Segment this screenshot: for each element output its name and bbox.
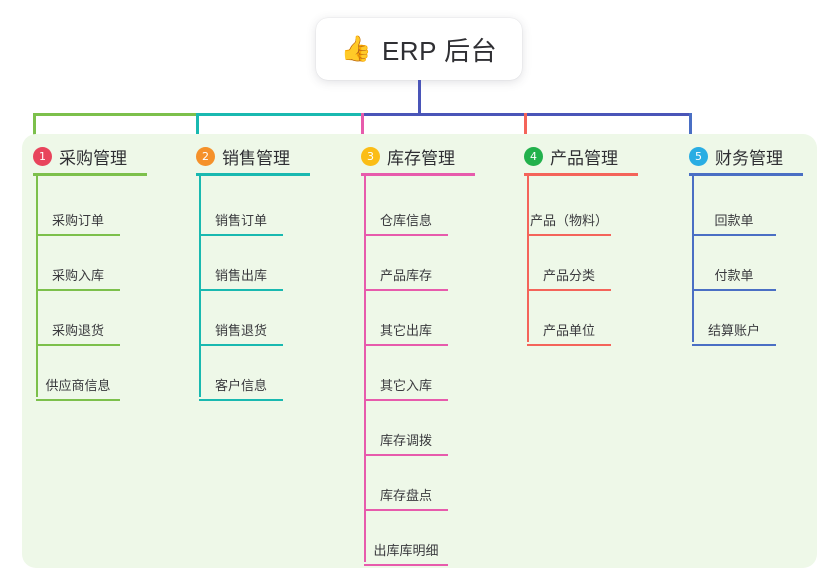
column-underline-3	[361, 173, 475, 176]
diagram-panel: 1 采购管理采购订单采购入库采购退货供应商信息 2 销售管理销售订单销售出库销售退货客…	[22, 134, 817, 568]
column-header-3[interactable]: 3 库存管理	[361, 144, 455, 169]
leaf-item[interactable]: 产品库存	[364, 265, 448, 291]
leaf-item[interactable]: 销售退货	[199, 320, 283, 346]
leaf-item-underline	[199, 399, 283, 401]
leaf-item-underline	[527, 234, 611, 236]
leaf-item-underline	[364, 289, 448, 291]
leaf-item-label: 销售出库	[214, 268, 267, 283]
leaf-item[interactable]: 采购入库	[36, 265, 120, 291]
bus-segment-2	[196, 113, 361, 116]
column-trunk-3	[364, 175, 366, 562]
root-title: ERP 后台	[381, 35, 498, 66]
column-title-3: 库存管理	[387, 149, 455, 168]
leaf-item[interactable]: 产品（物料）	[527, 210, 611, 236]
leaf-item-underline	[692, 234, 776, 236]
leaf-item-label: 销售订单	[214, 213, 267, 228]
leaf-item[interactable]: 采购订单	[36, 210, 120, 236]
leaf-item-underline	[36, 344, 120, 346]
column-header-5[interactable]: 5 财务管理	[689, 144, 783, 169]
column-header-4[interactable]: 4 产品管理	[524, 144, 618, 169]
leaf-item-underline	[36, 289, 120, 291]
thumbs-up-icon: 👍	[340, 34, 372, 63]
leaf-item-underline	[364, 564, 448, 566]
leaf-item-label: 产品库存	[379, 268, 432, 283]
leaf-item[interactable]: 库存调拨	[364, 430, 448, 456]
leaf-item-label: 客户信息	[214, 378, 267, 393]
leaf-item-label: 其它入库	[379, 378, 432, 393]
root-stem-connector	[418, 80, 421, 115]
leaf-item-underline	[199, 234, 283, 236]
leaf-item-underline	[199, 344, 283, 346]
column-badge-4: 4	[524, 147, 543, 166]
leaf-item-label: 回款单	[714, 213, 754, 228]
leaf-item-label: 结算账户	[707, 323, 760, 338]
column-header-1[interactable]: 1 采购管理	[33, 144, 127, 169]
leaf-item[interactable]: 其它出库	[364, 320, 448, 346]
leaf-item-underline	[692, 289, 776, 291]
root-node[interactable]: 👍 ERP 后台	[316, 18, 522, 80]
column-underline-1	[33, 173, 147, 176]
leaf-item[interactable]: 其它入库	[364, 375, 448, 401]
leaf-item-label: 产品（物料）	[529, 213, 608, 228]
leaf-item-underline	[527, 289, 611, 291]
column-underline-2	[196, 173, 310, 176]
column-trunk-1	[36, 175, 38, 397]
leaf-item[interactable]: 采购退货	[36, 320, 120, 346]
leaf-item-label: 出库库明细	[373, 543, 439, 558]
column-badge-5: 5	[689, 147, 708, 166]
column-underline-4	[524, 173, 638, 176]
leaf-item[interactable]: 回款单	[692, 210, 776, 236]
leaf-item-label: 其它出库	[379, 323, 432, 338]
column-title-2: 销售管理	[222, 149, 290, 168]
leaf-item[interactable]: 销售出库	[199, 265, 283, 291]
leaf-item-label: 采购订单	[51, 213, 104, 228]
leaf-item-label: 产品分类	[542, 268, 595, 283]
leaf-item[interactable]: 付款单	[692, 265, 776, 291]
leaf-item-label: 供应商信息	[45, 378, 111, 393]
leaf-item-underline	[692, 344, 776, 346]
leaf-item[interactable]: 结算账户	[692, 320, 776, 346]
leaf-item-label: 仓库信息	[379, 213, 432, 228]
leaf-item-underline	[364, 509, 448, 511]
leaf-item-underline	[36, 399, 120, 401]
column-badge-2: 2	[196, 147, 215, 166]
leaf-item[interactable]: 产品单位	[527, 320, 611, 346]
leaf-item-label: 销售退货	[214, 323, 267, 338]
leaf-item-underline	[199, 289, 283, 291]
leaf-item[interactable]: 出库库明细	[364, 540, 448, 566]
leaf-item[interactable]: 供应商信息	[36, 375, 120, 401]
leaf-item[interactable]: 仓库信息	[364, 210, 448, 236]
column-title-4: 产品管理	[550, 149, 618, 168]
leaf-item-underline	[527, 344, 611, 346]
leaf-item-underline	[364, 234, 448, 236]
column-header-2[interactable]: 2 销售管理	[196, 144, 290, 169]
column-trunk-4	[527, 175, 529, 342]
leaf-item-label: 采购入库	[51, 268, 104, 283]
leaf-item[interactable]: 产品分类	[527, 265, 611, 291]
column-trunk-5	[692, 175, 694, 342]
column-trunk-2	[199, 175, 201, 397]
leaf-item[interactable]: 库存盘点	[364, 485, 448, 511]
leaf-item[interactable]: 客户信息	[199, 375, 283, 401]
column-underline-5	[689, 173, 803, 176]
leaf-item-underline	[36, 234, 120, 236]
bus-segment-1	[33, 113, 196, 116]
leaf-item-underline	[364, 399, 448, 401]
column-badge-1: 1	[33, 147, 52, 166]
leaf-item-label: 产品单位	[542, 323, 595, 338]
leaf-item-underline	[364, 344, 448, 346]
leaf-item[interactable]: 销售订单	[199, 210, 283, 236]
leaf-item-label: 付款单	[714, 268, 754, 283]
column-title-5: 财务管理	[715, 149, 783, 168]
leaf-item-label: 库存调拨	[379, 433, 432, 448]
leaf-item-label: 采购退货	[51, 323, 104, 338]
column-badge-3: 3	[361, 147, 380, 166]
leaf-item-label: 库存盘点	[379, 488, 432, 503]
column-title-1: 采购管理	[59, 149, 127, 168]
leaf-item-underline	[364, 454, 448, 456]
